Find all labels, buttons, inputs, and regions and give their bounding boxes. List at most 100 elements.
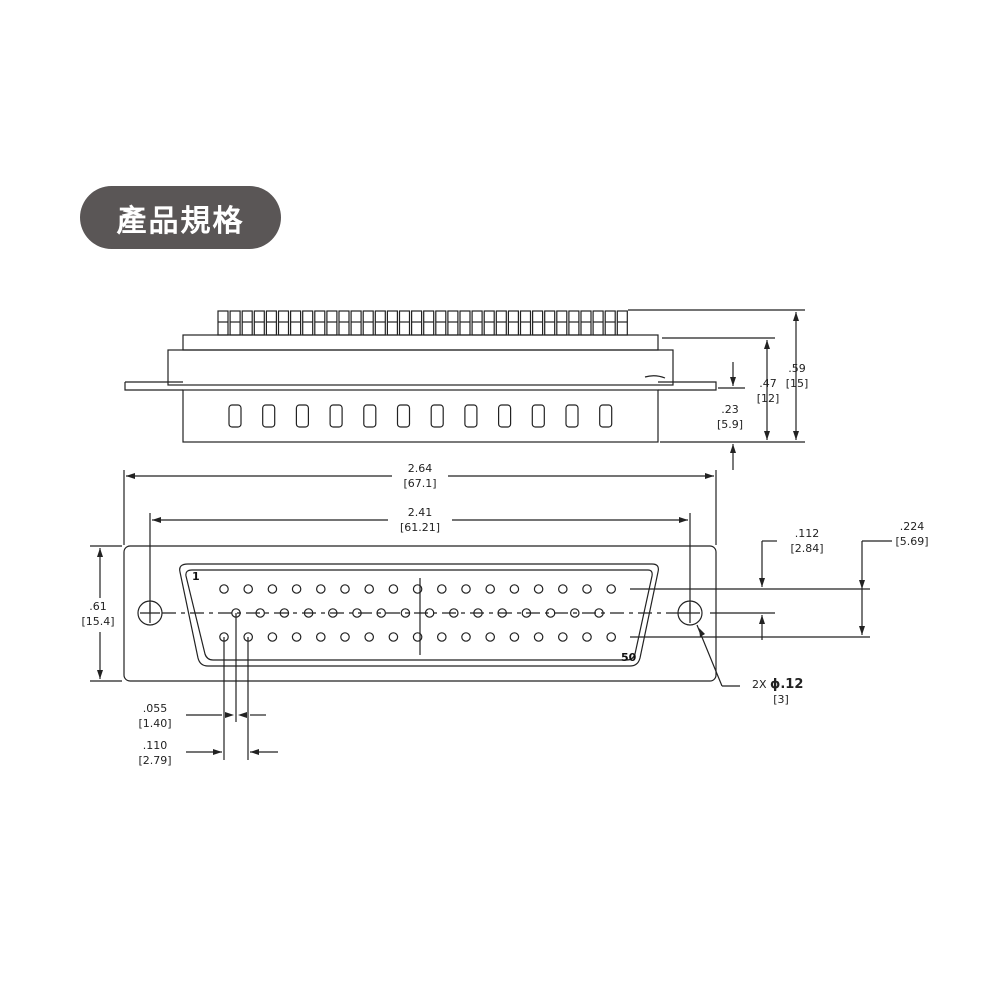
connector-top-block: [182, 334, 659, 351]
contact-pin: [424, 608, 435, 618]
contact-pin: [364, 584, 374, 594]
contact-pin: [412, 584, 423, 594]
dim-overall-width-mm: [67.1]: [403, 477, 436, 490]
contact-pin: [388, 632, 399, 642]
contact-pin: [255, 608, 265, 618]
dimension-labels: .59 [15] .47 [12] .23 [5.9] 2.64 [67.1] …: [81, 362, 928, 767]
pin-50-label: 50: [621, 651, 637, 664]
pin-slot: [498, 404, 512, 428]
contact-pin: [364, 632, 374, 642]
pin-tail: [592, 310, 604, 336]
pin-tail: [544, 310, 556, 336]
pin-tail: [326, 310, 338, 336]
pin-tail: [265, 310, 277, 336]
pin-slot: [396, 404, 411, 428]
contact-pin: [461, 584, 471, 594]
pin-1-label: 1: [192, 570, 200, 583]
contact-pin: [219, 584, 229, 594]
pin-tail: [338, 310, 350, 336]
front-view: [90, 470, 892, 760]
pin-tail: [253, 310, 265, 336]
dim-hole-mm: [3]: [773, 693, 789, 706]
contact-pin: [582, 584, 592, 594]
pin-tail: [435, 310, 447, 336]
pin-tail: [495, 310, 507, 336]
pin-tail: [568, 310, 580, 336]
contact-pins: [219, 584, 616, 642]
contact-pin: [533, 632, 544, 642]
pin-slot: [430, 404, 444, 428]
dim-059-mm: [15]: [786, 377, 809, 390]
pin-slot: [531, 404, 545, 428]
pin-slot: [565, 404, 579, 428]
contact-pin: [340, 584, 350, 594]
dim-half-pitch-mm: [1.40]: [138, 717, 171, 730]
flange-left: [124, 381, 183, 391]
dim-pitch-mm: [2.79]: [138, 754, 171, 767]
contact-pin: [291, 632, 302, 642]
pin-slot: [464, 404, 478, 428]
contact-pin: [533, 584, 544, 594]
contact-pin: [315, 632, 326, 642]
pin-tail: [447, 310, 459, 336]
contact-pin: [267, 584, 278, 594]
flange-right: [658, 381, 717, 391]
pin-slot: [295, 404, 309, 428]
d-shell-outer: [179, 563, 659, 667]
connector-shell-top: [167, 349, 674, 386]
pin-tail: [411, 310, 423, 336]
contact-pin: [388, 584, 399, 594]
spec-badge: 產品規格: [80, 186, 281, 249]
contact-pin: [412, 632, 423, 642]
dim-overall-width: 2.64: [408, 462, 433, 475]
pin-tail: [483, 310, 495, 336]
dim-059: .59: [788, 362, 806, 375]
dim-height: .61: [89, 600, 107, 613]
contact-pin: [606, 632, 616, 642]
contact-pin: [509, 584, 520, 594]
contact-pin: [545, 608, 556, 618]
pin-tail: [423, 310, 435, 336]
pin-tail: [471, 310, 483, 336]
contact-pin: [303, 608, 314, 618]
dim-mount-spacing-mm: [61.21]: [400, 521, 440, 534]
contact-pin: [557, 632, 568, 642]
pin-tail: [604, 310, 616, 336]
contact-pin: [485, 584, 495, 594]
dim-047: .47: [759, 377, 777, 390]
pin-slot: [599, 404, 613, 428]
pin-tail: [374, 310, 386, 336]
pin-tail: [580, 310, 592, 336]
contact-pin: [352, 608, 362, 618]
contact-pin: [606, 584, 616, 594]
contact-pin: [594, 608, 604, 618]
pin-tail: [386, 310, 398, 336]
contact-pin: [400, 608, 411, 618]
contact-pin: [279, 608, 290, 618]
side-pin-slots: [228, 404, 613, 428]
dim-outer-rows-mm: [5.69]: [895, 535, 928, 548]
pin-tail: [241, 310, 253, 336]
contact-pin: [497, 608, 507, 618]
contact-pin: [509, 632, 520, 642]
d-shell-inner: [185, 569, 653, 661]
contact-pin: [291, 584, 302, 594]
pin-tail: [350, 310, 362, 336]
contact-pin: [327, 608, 338, 618]
pin-tail: [290, 310, 302, 336]
pin-slot: [329, 404, 343, 428]
pin-tail: [217, 310, 229, 336]
pin-tail: [398, 310, 411, 336]
contact-pin: [473, 608, 483, 618]
side-view: [124, 309, 805, 470]
pin-tail: [519, 310, 532, 336]
pin-tail: [277, 310, 290, 336]
contact-pin: [521, 608, 532, 618]
dim-mount-spacing: 2.41: [408, 506, 433, 519]
contact-pin: [582, 632, 592, 642]
contact-pin: [376, 608, 386, 618]
dim-pitch: .110: [143, 739, 168, 752]
contact-pin: [569, 608, 580, 618]
pin-tail: [531, 310, 544, 336]
dim-outer-rows: .224: [900, 520, 925, 533]
